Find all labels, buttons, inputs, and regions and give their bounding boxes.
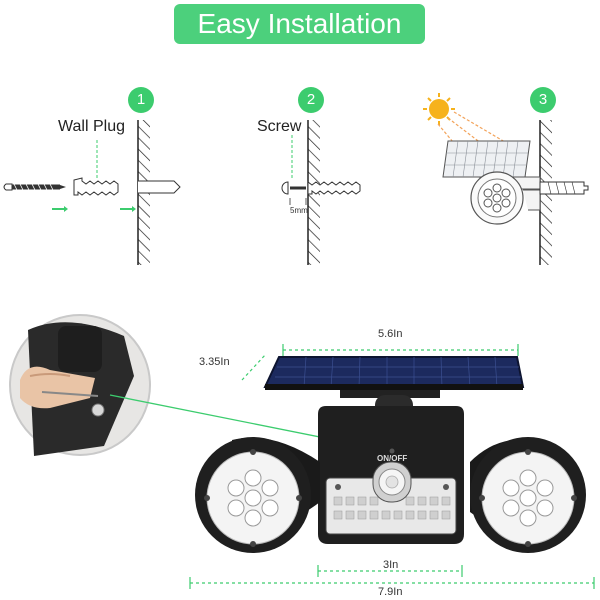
sun-icon — [423, 93, 455, 125]
page-title: Easy Installation — [197, 8, 402, 39]
body-width-label: 3In — [383, 559, 399, 571]
arrow-icon — [52, 206, 136, 212]
step-1-badge: 1 — [128, 87, 154, 113]
step-2-label: Screw — [257, 118, 302, 135]
screw-icon — [3, 183, 66, 191]
power-switch — [389, 448, 395, 454]
total-width-label: 7.9In — [378, 586, 403, 598]
step-2-badge: 2 — [298, 87, 324, 113]
on-off-label: ON/OFF — [377, 454, 408, 463]
switch-closeup — [9, 314, 151, 456]
wall-plug-icon — [73, 177, 119, 196]
step-1-label: Wall Plug — [58, 118, 125, 135]
product-solar-panel — [263, 356, 525, 390]
title-banner: Easy Installation — [174, 4, 425, 44]
panel-depth-label: 3.35In — [199, 356, 230, 368]
dimension-lines — [190, 349, 594, 584]
led-light-icon — [470, 171, 524, 225]
wall-plug-icon — [539, 181, 589, 195]
panel-width-label: 5.6In — [378, 328, 403, 340]
led-light-icon — [195, 437, 320, 553]
motion-sensor-icon — [372, 461, 412, 503]
step-3-badge: 3 — [530, 87, 556, 113]
screw-measure: 5mm — [290, 206, 308, 215]
screw-icon — [281, 181, 306, 195]
drill-hole — [138, 180, 181, 194]
led-light-icon — [470, 437, 586, 553]
wall-plug-icon — [307, 181, 361, 195]
solar-panel-icon — [442, 140, 531, 178]
